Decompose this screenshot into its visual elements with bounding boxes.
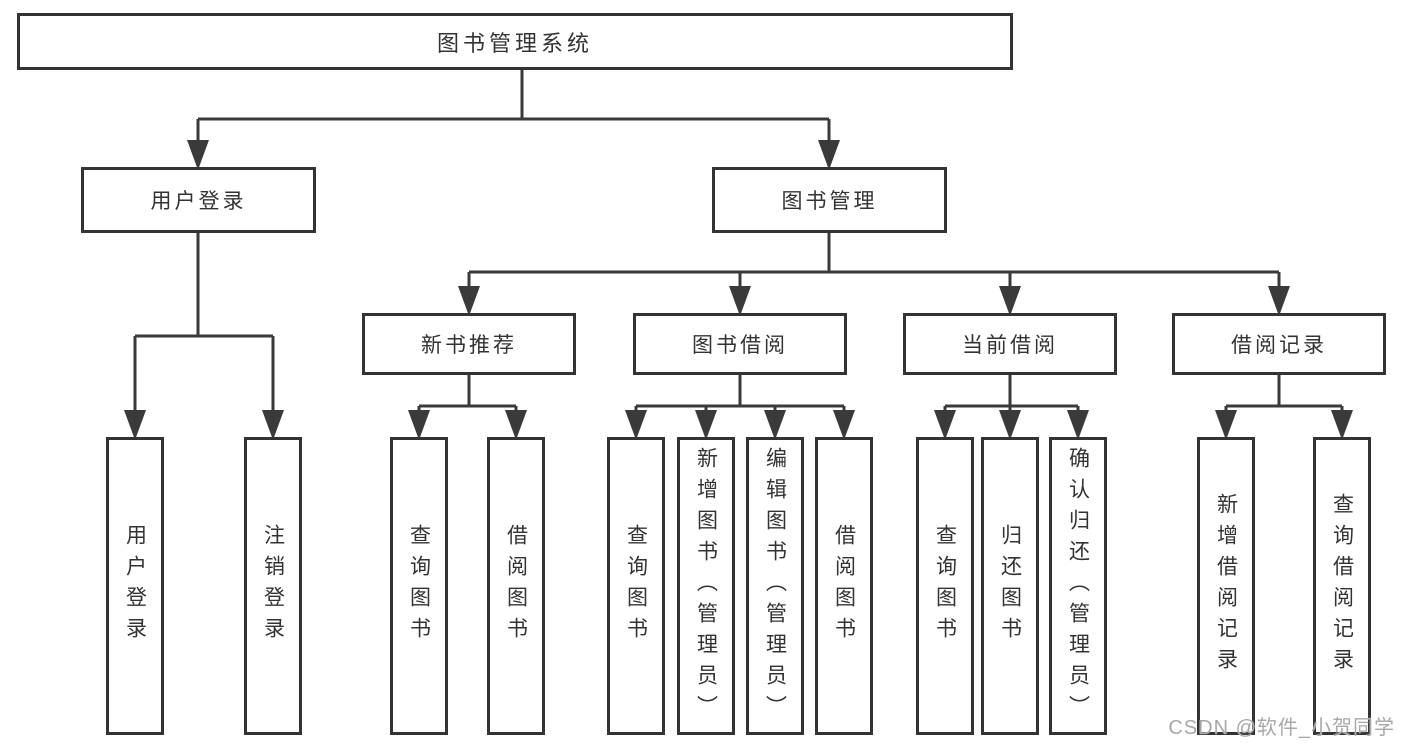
leaf-confirm-return-admin-label: 确认归还（管理员） (1066, 446, 1090, 726)
node-user-login: 用户登录 (81, 167, 316, 233)
node-borrow-records: 借阅记录 (1172, 313, 1386, 375)
leaf-query-books-recommend-label: 查询图书 (407, 524, 431, 648)
leaf-logout: 注销登录 (244, 437, 302, 735)
connector-segments (133, 70, 1344, 432)
leaf-return-books: 归还图书 (981, 437, 1039, 735)
leaf-add-borrow-record-label: 新增借阅记录 (1214, 493, 1238, 679)
node-book-management: 图书管理 (712, 167, 947, 233)
leaf-query-books-borrow: 查询图书 (607, 437, 665, 735)
leaf-add-borrow-record: 新增借阅记录 (1197, 437, 1255, 735)
node-library-management-system: 图书管理系统 (17, 13, 1013, 70)
leaf-borrow-books: 借阅图书 (815, 437, 873, 735)
leaf-add-book-admin: 新增图书（管理员） (677, 437, 735, 735)
node-book-borrow: 图书借阅 (633, 313, 847, 375)
leaf-edit-book-admin-label: 编辑图书（管理员） (763, 446, 787, 726)
arrowheads (124, 140, 1353, 440)
leaf-query-books-current-label: 查询图书 (933, 524, 957, 648)
leaf-borrow-books-recommend-label: 借阅图书 (504, 524, 528, 648)
leaf-confirm-return-admin: 确认归还（管理员） (1049, 437, 1107, 735)
node-new-book-recommend: 新书推荐 (362, 313, 576, 375)
leaf-borrow-books-label: 借阅图书 (832, 524, 856, 648)
csdn-watermark: CSDN @软件_小贺同学 (1168, 717, 1395, 739)
leaf-edit-book-admin: 编辑图书（管理员） (746, 437, 804, 735)
leaf-query-borrow-record: 查询借阅记录 (1313, 437, 1371, 735)
leaf-user-login-label: 用户登录 (123, 524, 147, 648)
leaf-query-books-borrow-label: 查询图书 (624, 524, 648, 648)
leaf-logout-label: 注销登录 (261, 524, 285, 648)
leaf-add-book-admin-label: 新增图书（管理员） (694, 446, 718, 726)
leaf-query-books-current: 查询图书 (916, 437, 974, 735)
leaf-return-books-label: 归还图书 (998, 524, 1022, 648)
leaf-borrow-books-recommend: 借阅图书 (487, 437, 545, 735)
node-current-borrow: 当前借阅 (903, 313, 1117, 375)
leaf-query-borrow-record-label: 查询借阅记录 (1330, 493, 1354, 679)
leaf-user-login: 用户登录 (106, 437, 164, 735)
leaf-query-books-recommend: 查询图书 (390, 437, 448, 735)
